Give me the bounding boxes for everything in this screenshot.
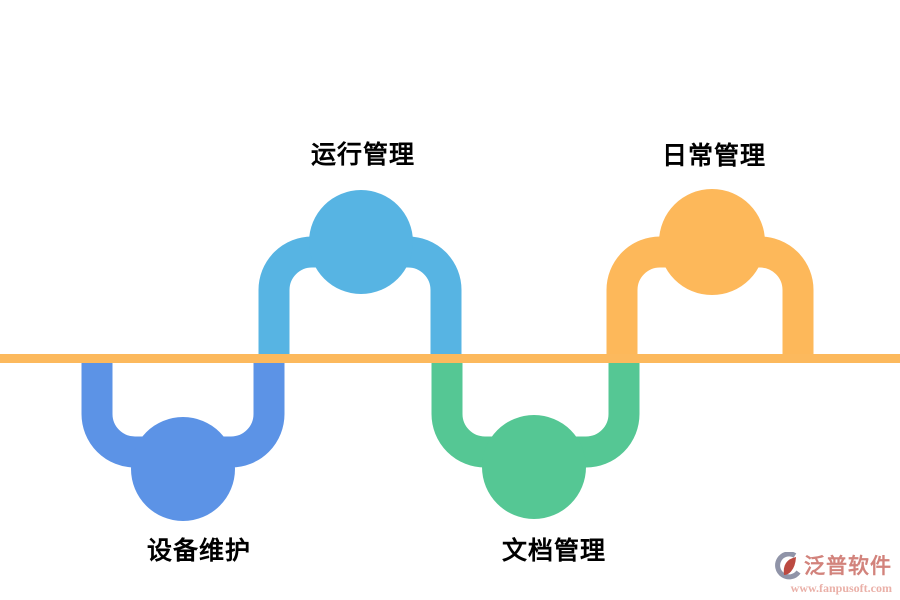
label-operation-management: 运行管理 — [310, 141, 416, 169]
baseline — [0, 354, 900, 363]
brand-url: www.fanpusoft.com — [790, 581, 892, 595]
logo-crescent — [775, 552, 801, 580]
operation-management-circle — [309, 190, 413, 294]
fanpu-logo-icon — [775, 552, 801, 580]
logo-swoosh — [783, 557, 796, 575]
node-shape-document-management — [431, 354, 640, 519]
node-shape-operation-management — [258, 190, 462, 363]
label-equipment-maintenance: 设备维护 — [146, 537, 252, 565]
label-daily-management: 日常管理 — [661, 142, 767, 170]
document-management-circle — [482, 415, 586, 519]
vendor-watermark: 泛普软件 www.fanpusoft.com — [756, 552, 892, 594]
label-document-management: 文档管理 — [501, 537, 607, 565]
brand-name: 泛普软件 — [804, 554, 892, 578]
node-shape-equipment-maintenance — [81, 354, 285, 521]
daily-management-circle — [659, 189, 765, 295]
equipment-maintenance-circle — [131, 417, 235, 521]
node-shape-daily-management — [606, 189, 814, 363]
